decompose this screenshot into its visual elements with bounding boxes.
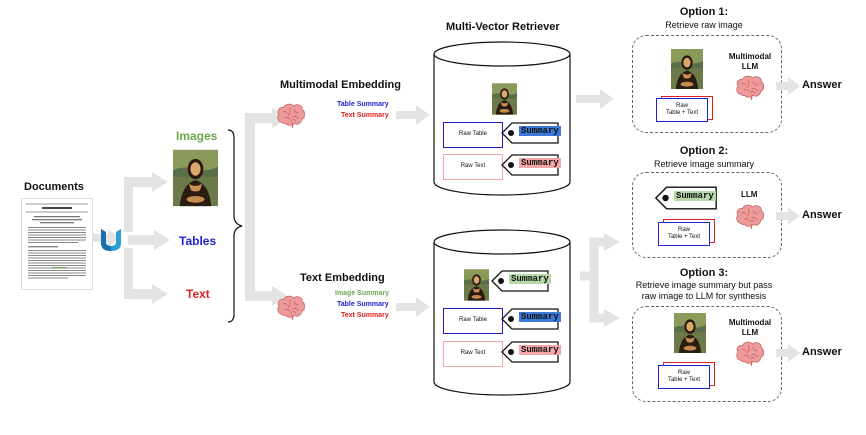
llm-label: LLM [741, 190, 758, 199]
te-image-summary: Image Summary [335, 290, 390, 297]
answer-label: Answer [802, 346, 842, 358]
option2-title: Option 2: [679, 145, 729, 157]
summary-tag-label: Summary [519, 345, 561, 355]
text-label: Text [186, 287, 210, 301]
mm-text-summary: Text Summary [341, 112, 389, 119]
option2-subtitle: Retrieve image summary [653, 159, 755, 169]
tables-label: Tables [179, 234, 217, 248]
summary-tag-label: Summary [519, 312, 561, 322]
mona-lisa-image [671, 46, 703, 92]
summary-tag-label: Summary [509, 274, 551, 284]
split-arrows [245, 108, 288, 306]
mona-lisa-image [173, 144, 218, 212]
summary-tag-red: Summary [500, 339, 561, 365]
document-thumbnail [21, 198, 93, 290]
summary-tag-red: Summary [500, 152, 561, 178]
curly-brace [227, 129, 243, 323]
arrow-to-answer [776, 344, 800, 362]
option3-subtitle-line2: raw image to LLM for synthesis [641, 291, 767, 301]
branch-arrows [124, 172, 170, 304]
brain-icon [276, 294, 306, 320]
answer-label: Answer [802, 79, 842, 91]
arrow-to-option2-3 [580, 233, 620, 327]
te-text-summary: Text Summary [341, 312, 389, 319]
option3-subtitle-line1: Retrieve image summary but pass [635, 280, 773, 290]
unstructured-logo-icon [101, 229, 121, 251]
arrow-to-retriever-bottom [396, 297, 430, 317]
document-page-icon [26, 203, 88, 279]
option1-subtitle: Retrieve raw image [665, 20, 743, 30]
documents-label: Documents [24, 181, 84, 193]
images-label: Images [176, 129, 218, 143]
multimodal-embedding-title: Multimodal Embedding [280, 79, 401, 91]
te-table-summary: Table Summary [337, 301, 389, 308]
raw-table-box: Raw Table [443, 122, 503, 148]
mona-lisa-image [464, 266, 489, 304]
option3-title: Option 3: [679, 267, 729, 279]
mona-lisa-image [674, 310, 706, 356]
arrow-to-answer [776, 77, 800, 95]
summary-tag-label: Summary [519, 158, 561, 168]
raw-text-box: Raw Text [443, 154, 503, 180]
brain-icon [276, 102, 306, 128]
arrow-to-retriever-top [396, 105, 430, 125]
raw-text-box: Raw Text [443, 341, 503, 367]
brain-icon [735, 340, 765, 366]
answer-label: Answer [802, 209, 842, 221]
brain-icon [735, 203, 765, 229]
mona-lisa-image [492, 80, 517, 118]
summary-tag-green: Summary [652, 184, 720, 212]
mm-table-summary: Table Summary [337, 101, 389, 108]
text-embedding-title: Text Embedding [300, 272, 385, 284]
summary-tag-green: Summary [490, 268, 551, 294]
retriever-title: Multi-Vector Retriever [446, 21, 560, 33]
summary-tag-blue: Summary [500, 306, 561, 332]
arrow-to-answer [776, 207, 800, 225]
arrow-to-option1 [576, 89, 614, 109]
raw-table-box: Raw Table [443, 308, 503, 334]
option1-title: Option 1: [679, 6, 729, 18]
summary-tag-label: Summary [519, 126, 561, 136]
summary-tag-label: Summary [674, 191, 716, 201]
brain-icon [735, 74, 765, 100]
summary-tag-blue: Summary [500, 120, 561, 146]
